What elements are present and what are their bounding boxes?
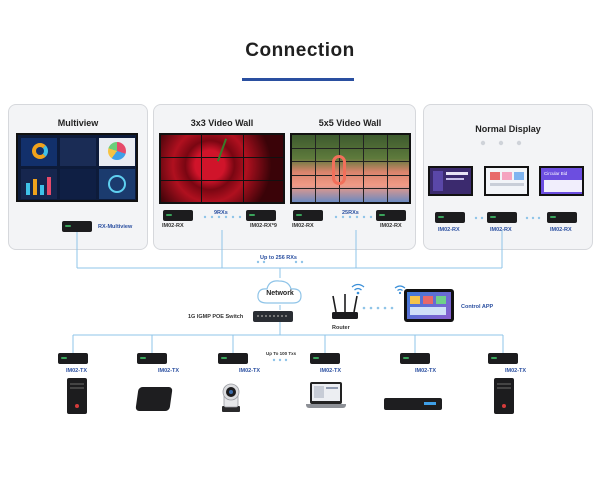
normal-rx-device-3 — [547, 212, 577, 223]
videowall-5x5-screen — [290, 133, 411, 204]
ptz-camera-icon — [222, 383, 240, 412]
videowall3-rx-device-2 — [246, 210, 276, 221]
control-app-label: Control APP — [461, 304, 494, 310]
videowall3-9rx-label: 9RXs — [214, 210, 228, 216]
router-label: Router — [332, 325, 350, 331]
normal-display-title: Normal Display — [475, 124, 541, 134]
normal-rx-label-2: IM02-RX — [490, 227, 512, 233]
circular-bid-text: Circular Bid — [544, 171, 568, 176]
videowall5-title: 5x5 Video Wall — [318, 118, 382, 128]
tx-device-1 — [58, 353, 88, 364]
videowall5-rx-label-2: IM02-RX — [380, 223, 402, 229]
rx-multiview-label: RX-Multiview — [98, 224, 133, 230]
page-title: Connection — [245, 40, 355, 61]
up-to-tx-label: Up To 100 Txs — [266, 351, 297, 356]
tx-device-6 — [488, 353, 518, 364]
network-label: Network — [266, 290, 294, 297]
pc-tower-icon — [67, 378, 87, 414]
tx-label-2: IM02-TX — [158, 368, 180, 374]
tablet-icon — [404, 289, 454, 322]
tx-device-5 — [400, 353, 430, 364]
videowall3-title: 3x3 Video Wall — [190, 118, 254, 128]
tx-label-3: IM02-TX — [239, 368, 261, 374]
tx-label-1: IM02-TX — [66, 368, 88, 374]
videowall5-rx-device-2 — [376, 210, 406, 221]
videowall5-rx-device-1 — [293, 210, 323, 221]
videowall-3x3-screen — [159, 133, 285, 204]
wifi-icon — [351, 283, 365, 295]
normal-rx-device-2 — [487, 212, 517, 223]
videowall3-rx-device-1 — [163, 210, 193, 221]
switch-label: 1G IGMP POE Switch — [188, 314, 244, 320]
tx-label-5: IM02-TX — [415, 368, 437, 374]
normal-display-3: Circular Bid — [539, 166, 584, 196]
up-to-256-rx-label: Up to 256 RXs — [260, 255, 297, 261]
normal-rx-label-3: IM02-RX — [550, 227, 572, 233]
normal-rx-device-1 — [435, 212, 465, 223]
laptop-icon — [306, 382, 346, 414]
pc-tower-icon-2 — [494, 378, 514, 414]
tx-label-4: IM02-TX — [320, 368, 342, 374]
switch-device — [253, 311, 293, 322]
title-underline — [242, 78, 354, 81]
videowall5-25rx-label: 25RXs — [342, 210, 359, 216]
cloud-icon — [257, 280, 302, 304]
multiview-screen — [16, 133, 138, 202]
rx-multiview-device — [62, 221, 92, 232]
normal-display-2 — [484, 166, 529, 196]
media-box-icon — [135, 387, 173, 411]
tx-label-6: IM02-TX — [505, 368, 527, 374]
tx-device-2 — [137, 353, 167, 364]
videowall3-rx-label-1: IM02-RX — [162, 223, 184, 229]
normal-rx-label-1: IM02-RX — [438, 227, 460, 233]
videowall3-rx9-label: IM02-RX*9 — [250, 223, 277, 229]
normal-display-1 — [428, 166, 473, 196]
router-icon — [332, 294, 358, 319]
tx-device-4 — [310, 353, 340, 364]
set-top-box-icon — [384, 398, 442, 410]
tx-device-3 — [218, 353, 248, 364]
multiview-title: Multiview — [57, 118, 99, 128]
wifi-icon-tablet — [394, 285, 406, 295]
videowall5-rx-label-1: IM02-RX — [292, 223, 314, 229]
